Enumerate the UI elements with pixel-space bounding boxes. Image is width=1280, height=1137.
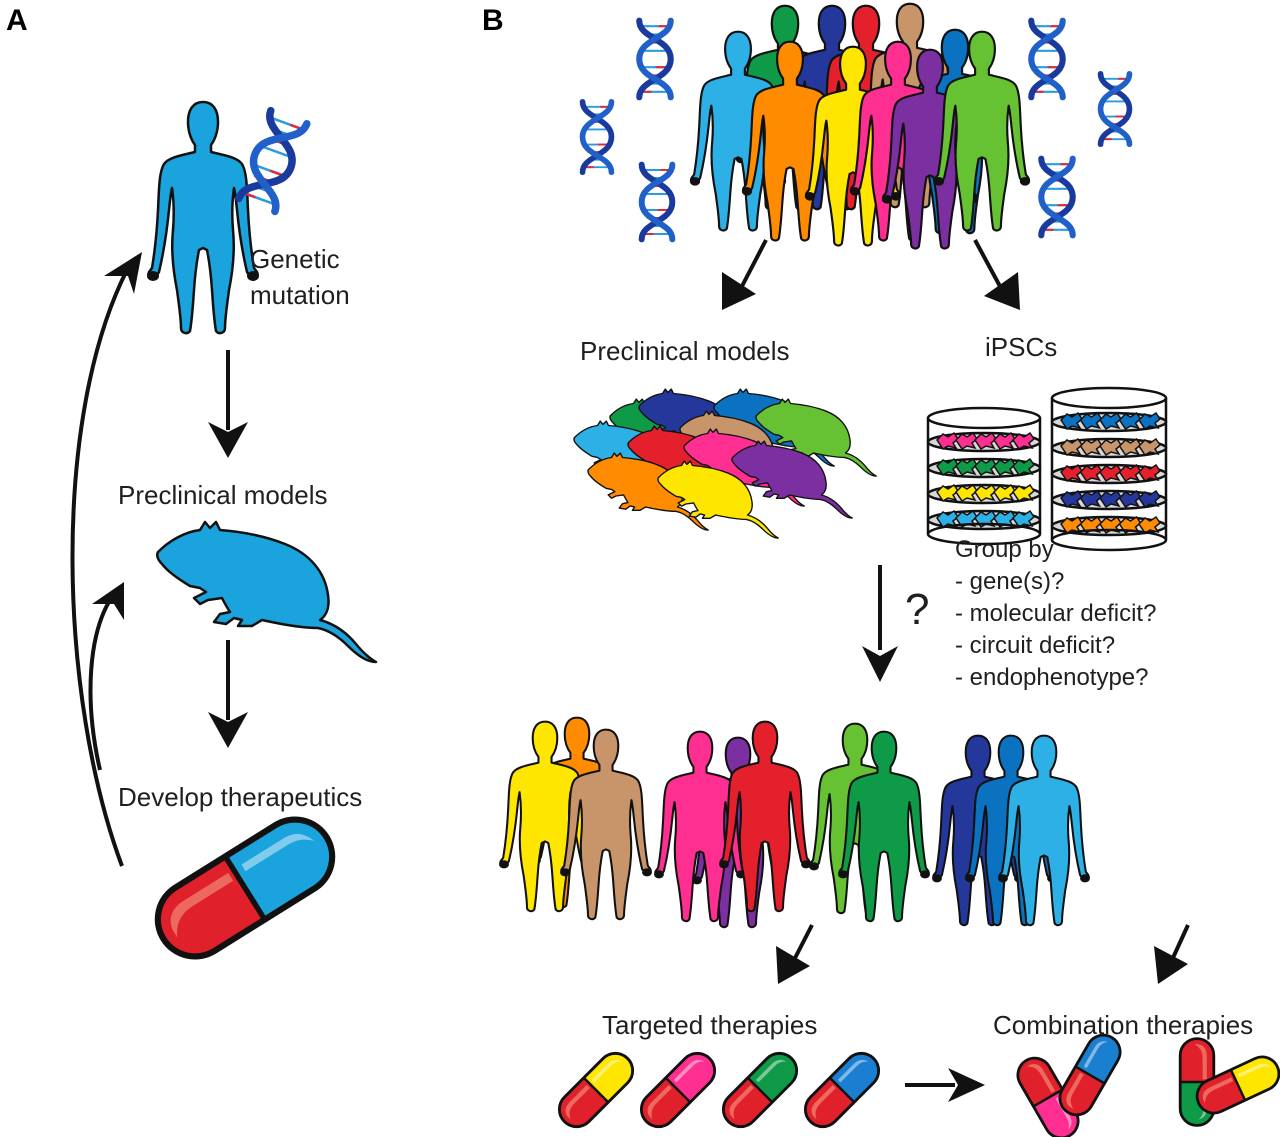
combo-person-figure bbox=[1194, 730, 1280, 918]
group-by-title: Group by bbox=[955, 536, 1054, 563]
ipsc-cell bbox=[1079, 489, 1103, 509]
targeted-pill-icon bbox=[550, 1044, 642, 1136]
panel-a-label: A bbox=[6, 4, 28, 37]
arrow-mutation-to-models bbox=[208, 350, 248, 458]
arrow-grouping bbox=[862, 565, 898, 682]
targeted-pill-icon bbox=[714, 1044, 806, 1136]
panel-b-preclinical-models-label: Preclinical models bbox=[580, 336, 790, 366]
ipsc-cell bbox=[993, 457, 1017, 477]
ipsc-cell bbox=[936, 483, 960, 503]
person-figure bbox=[145, 100, 261, 335]
ipsc-cell bbox=[1118, 437, 1142, 457]
ipsc-cell bbox=[993, 483, 1017, 503]
grouped-patients bbox=[498, 716, 1280, 929]
arrow-models-to-therapeutics bbox=[208, 640, 248, 748]
arrow-to-preclinical-models bbox=[722, 239, 768, 310]
ipsc-cell bbox=[1012, 431, 1036, 451]
targeted-therapies-label: Targeted therapies bbox=[602, 1010, 818, 1040]
ipsc-cell bbox=[1138, 411, 1162, 431]
group-by-item: - endophenotype? bbox=[955, 664, 1149, 691]
combination-pills bbox=[1010, 1027, 1280, 1137]
dna-helix-icon bbox=[583, 102, 612, 172]
ipsc-cell bbox=[955, 431, 979, 451]
ipsc-cell bbox=[974, 431, 998, 451]
arrow-therapeutics-to-models bbox=[88, 582, 124, 771]
combination-pill-icon bbox=[1052, 1027, 1128, 1123]
ipsc-cell bbox=[1079, 411, 1103, 431]
ipsc-cell bbox=[1138, 489, 1162, 509]
patient-group-4 bbox=[931, 734, 1091, 927]
arrow-to-combination-therapies bbox=[1154, 924, 1190, 984]
ipsc-cell bbox=[1060, 411, 1084, 431]
ipsc-cell bbox=[1060, 489, 1084, 509]
panel-b bbox=[498, 2, 1280, 1137]
group-by-item: - circuit deficit? bbox=[955, 632, 1116, 659]
ipsc-cell bbox=[955, 457, 979, 477]
group-by-list: Group by - gene(s)? - molecular deficit?… bbox=[955, 534, 1156, 694]
group-by-item: - molecular deficit? bbox=[955, 600, 1157, 627]
targeted-pill-icon bbox=[632, 1044, 724, 1136]
question-mark: ? bbox=[905, 585, 930, 634]
ipscs-label: iPSCs bbox=[985, 332, 1058, 362]
ipsc-cell bbox=[1138, 463, 1162, 483]
ipsc-dish-stack-left bbox=[926, 406, 1042, 546]
mouse-figure bbox=[155, 520, 378, 664]
preclinical-mouse-models bbox=[573, 388, 877, 539]
panel-b-label: B bbox=[482, 4, 504, 37]
ipsc-cell bbox=[1118, 411, 1142, 431]
targeted-pills bbox=[550, 1044, 888, 1136]
ipsc-cell bbox=[1060, 463, 1084, 483]
ipsc-cell bbox=[1099, 411, 1123, 431]
ipsc-cell bbox=[1060, 437, 1084, 457]
ipsc-cell bbox=[1118, 489, 1142, 509]
ipsc-cell bbox=[955, 483, 979, 503]
ipsc-cell bbox=[1138, 437, 1162, 457]
genetic-mutation-label-line1: Genetic bbox=[250, 244, 340, 274]
arrow-to-ipscs bbox=[973, 239, 1020, 310]
ipsc-cell bbox=[1099, 463, 1123, 483]
arrow-targeted-to-combination bbox=[905, 1068, 985, 1102]
ipsc-cell bbox=[936, 457, 960, 477]
patient-group-1 bbox=[498, 716, 653, 921]
arrow-to-targeted-therapies bbox=[776, 924, 814, 984]
targeted-pill-icon bbox=[796, 1044, 888, 1136]
panel-a bbox=[70, 100, 378, 971]
dna-helix-icon bbox=[1041, 159, 1072, 236]
group-by-item: - gene(s)? bbox=[955, 568, 1065, 595]
ipsc-cell bbox=[974, 483, 998, 503]
ipsc-dish-stack-right bbox=[1050, 386, 1168, 552]
patient-group-combo bbox=[1142, 730, 1280, 922]
ipsc-cell bbox=[974, 457, 998, 477]
panel-a-preclinical-models-label: Preclinical models bbox=[118, 480, 328, 510]
ipsc-cell bbox=[936, 431, 960, 451]
combination-therapies-label: Combination therapies bbox=[993, 1010, 1254, 1040]
ipsc-cell bbox=[1012, 457, 1036, 477]
ipsc-cell bbox=[1099, 489, 1123, 509]
dna-helix-icon bbox=[642, 165, 673, 240]
patient-population bbox=[688, 2, 1032, 250]
dna-helix-icon bbox=[639, 21, 670, 98]
develop-therapeutics-label: Develop therapeutics bbox=[118, 782, 363, 812]
therapeutic-pill-icon bbox=[144, 806, 346, 971]
genetic-mutation-label-line2: mutation bbox=[250, 280, 350, 310]
combo-person-figure bbox=[1142, 734, 1234, 922]
patient-group-3 bbox=[808, 722, 931, 923]
dna-helix-icon bbox=[1101, 74, 1130, 144]
ipsc-cell bbox=[993, 431, 1017, 451]
dna-helix-icon bbox=[1031, 21, 1062, 98]
ipsc-cell bbox=[1079, 463, 1103, 483]
ipsc-cell bbox=[1060, 515, 1084, 535]
arrow-therapeutics-to-mutation bbox=[70, 252, 142, 867]
dna-helix-icon bbox=[239, 111, 307, 212]
ipsc-cell bbox=[1118, 463, 1142, 483]
ipsc-cell bbox=[1079, 437, 1103, 457]
patient-group-2 bbox=[653, 720, 812, 929]
dish-lid bbox=[1050, 386, 1168, 410]
ipsc-cell bbox=[1099, 437, 1123, 457]
ipsc-cell bbox=[1012, 483, 1036, 503]
dish-lid bbox=[926, 406, 1042, 430]
